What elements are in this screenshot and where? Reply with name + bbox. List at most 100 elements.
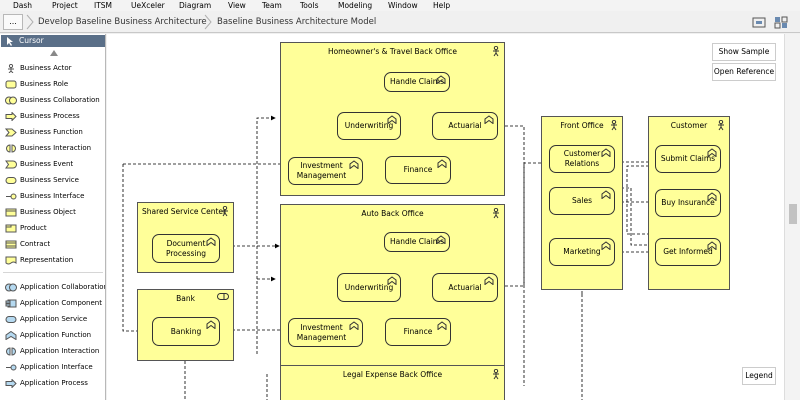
show-sample-button[interactable]: Show Sample	[712, 43, 776, 61]
function-label: Investment Management	[296, 161, 347, 180]
function-customer-relations[interactable]: Customer Relations	[549, 145, 615, 173]
function-underwriting[interactable]: Underwriting	[337, 273, 401, 302]
palette-item-application-service[interactable]: Application Service	[3, 312, 105, 326]
function-label: Customer Relations	[563, 149, 601, 168]
function-finance[interactable]: Finance	[385, 318, 451, 346]
palette-item-business-object[interactable]: Business Object	[3, 205, 105, 219]
palette-item-label: Business Interface	[20, 192, 85, 200]
palette-item-product[interactable]: Product	[3, 221, 105, 235]
app-service-icon	[5, 316, 17, 323]
group-title: Legal Expense Back Office	[342, 370, 443, 379]
palette-cursor-tool[interactable]: Cursor	[1, 35, 105, 47]
palette-item-business-collaboration[interactable]: Business Collaboration	[3, 93, 105, 107]
group-title: Front Office	[560, 121, 604, 130]
fit-diagram-icon[interactable]	[752, 16, 766, 29]
menu-view[interactable]: View	[228, 1, 246, 10]
function-marketing[interactable]: Marketing	[549, 238, 615, 266]
representation-icon	[5, 256, 17, 265]
function-icon	[601, 190, 611, 199]
palette-item-business-role[interactable]: Business Role	[3, 77, 105, 91]
function-get-informed[interactable]: Get Informed	[655, 238, 721, 266]
breadcrumb-home-button[interactable]: ...	[3, 14, 23, 30]
menu-itsm[interactable]: ITSM	[94, 1, 113, 10]
function-label: Actuarial	[448, 282, 482, 292]
function-icon	[436, 235, 446, 244]
breadcrumb-item-model[interactable]: Baseline Business Architecture Model	[217, 17, 377, 27]
scrollbar-thumb[interactable]	[789, 204, 797, 224]
open-reference-button[interactable]: Open Reference	[712, 63, 776, 81]
function-underwriting[interactable]: Underwriting	[337, 112, 401, 140]
vertical-scrollbar[interactable]	[784, 34, 800, 400]
palette-item-label: Application Process	[20, 379, 88, 387]
function-submit-claims[interactable]: Submit Claims	[655, 145, 721, 173]
function-icon	[707, 241, 717, 250]
menu-modeling[interactable]: Modeling	[338, 1, 373, 10]
menu-team[interactable]: Team	[262, 1, 282, 10]
menu-project[interactable]: Project	[52, 1, 78, 10]
function-label: Submit Claims	[660, 154, 716, 163]
palette-item-application-function[interactable]: Application Function	[3, 328, 105, 342]
menu-diagram[interactable]: Diagram	[179, 1, 212, 10]
function-label: Underwriting	[344, 282, 394, 292]
function-banking[interactable]: Banking	[152, 317, 220, 346]
palette-item-contract[interactable]: Contract	[3, 237, 105, 251]
palette-item-application-component[interactable]: Application Component	[3, 296, 105, 310]
function-actuarial[interactable]: Actuarial	[432, 112, 498, 140]
function-label: Investment Management	[296, 322, 347, 342]
menu-help[interactable]: Help	[433, 1, 451, 10]
function-investment-management[interactable]: Investment Management	[288, 318, 363, 347]
palette-item-business-interface[interactable]: Business Interface	[3, 189, 105, 203]
breadcrumb-item-architecture[interactable]: Develop Baseline Business Architecture	[38, 17, 207, 27]
palette-item-label: Application Interface	[20, 363, 93, 371]
function-document-processing[interactable]: Document Processing	[152, 234, 220, 263]
palette-item-application-interface[interactable]: Application Interface	[3, 360, 105, 374]
app-function-icon	[5, 331, 17, 340]
service-icon	[5, 177, 17, 184]
diagram-canvas[interactable]: Homeowner's & Travel Back Office Handle …	[107, 34, 784, 400]
palette-item-application-process[interactable]: Application Process	[3, 376, 105, 390]
function-sales[interactable]: Sales	[549, 187, 615, 215]
menu-uexceler[interactable]: UeXceler	[131, 1, 165, 10]
palette-item-business-event[interactable]: Business Event	[3, 157, 105, 171]
function-actuarial[interactable]: Actuarial	[432, 273, 498, 302]
function-label: Sales	[572, 196, 592, 205]
function-finance[interactable]: Finance	[385, 156, 451, 184]
group-title: Customer	[670, 121, 708, 130]
process-arrow-icon	[5, 112, 17, 121]
breadcrumb: ... Develop Baseline Business Architectu…	[0, 11, 800, 33]
palette-item-business-interaction[interactable]: Business Interaction	[3, 141, 105, 155]
function-investment-management[interactable]: Investment Management	[288, 157, 363, 185]
actor-icon	[611, 120, 617, 131]
palette-item-application-interaction[interactable]: Application Interaction	[3, 344, 105, 358]
palette-item-business-function[interactable]: Business Function	[3, 125, 105, 139]
object-icon	[5, 208, 17, 217]
function-label: Document Processing	[165, 238, 207, 258]
function-chevron-icon	[5, 128, 17, 137]
function-icon	[484, 276, 494, 285]
chevron-right-icon	[203, 14, 213, 30]
collaboration-icon	[5, 96, 17, 105]
function-label: Buy Insurance	[661, 198, 715, 207]
menu-tools[interactable]: Tools	[300, 1, 319, 10]
palette-item-business-process[interactable]: Business Process	[3, 109, 105, 123]
palette-item-business-actor[interactable]: Business Actor	[3, 61, 105, 75]
menu-dash[interactable]: Dash	[13, 1, 33, 10]
function-icon	[436, 75, 446, 84]
grid-layout-icon[interactable]	[774, 16, 788, 29]
menu-window[interactable]: Window	[388, 1, 418, 10]
palette-item-application-collaboration[interactable]: Application Collaboration	[3, 280, 105, 294]
function-buy-insurance[interactable]: Buy Insurance	[655, 189, 721, 217]
function-handle-claims[interactable]: Handle Claims	[384, 72, 450, 92]
function-label: Finance	[403, 327, 433, 336]
palette-item-label: Business Collaboration	[20, 96, 100, 104]
function-icon	[437, 159, 447, 168]
legend-button[interactable]: Legend	[742, 367, 776, 385]
function-handle-claims[interactable]: Handle Claims	[384, 232, 450, 252]
palette-item-business-service[interactable]: Business Service	[3, 173, 105, 187]
palette-item-representation[interactable]: Representation	[3, 253, 105, 267]
triangle-up-icon[interactable]	[50, 50, 58, 56]
palette-item-label: Application Service	[20, 315, 88, 323]
diagram-palette: Cursor Business Actor Business Role Busi…	[0, 34, 106, 400]
group-legal-expense-back-office[interactable]: Legal Expense Back Office	[280, 365, 505, 400]
palette-item-label: Contract	[20, 240, 51, 248]
